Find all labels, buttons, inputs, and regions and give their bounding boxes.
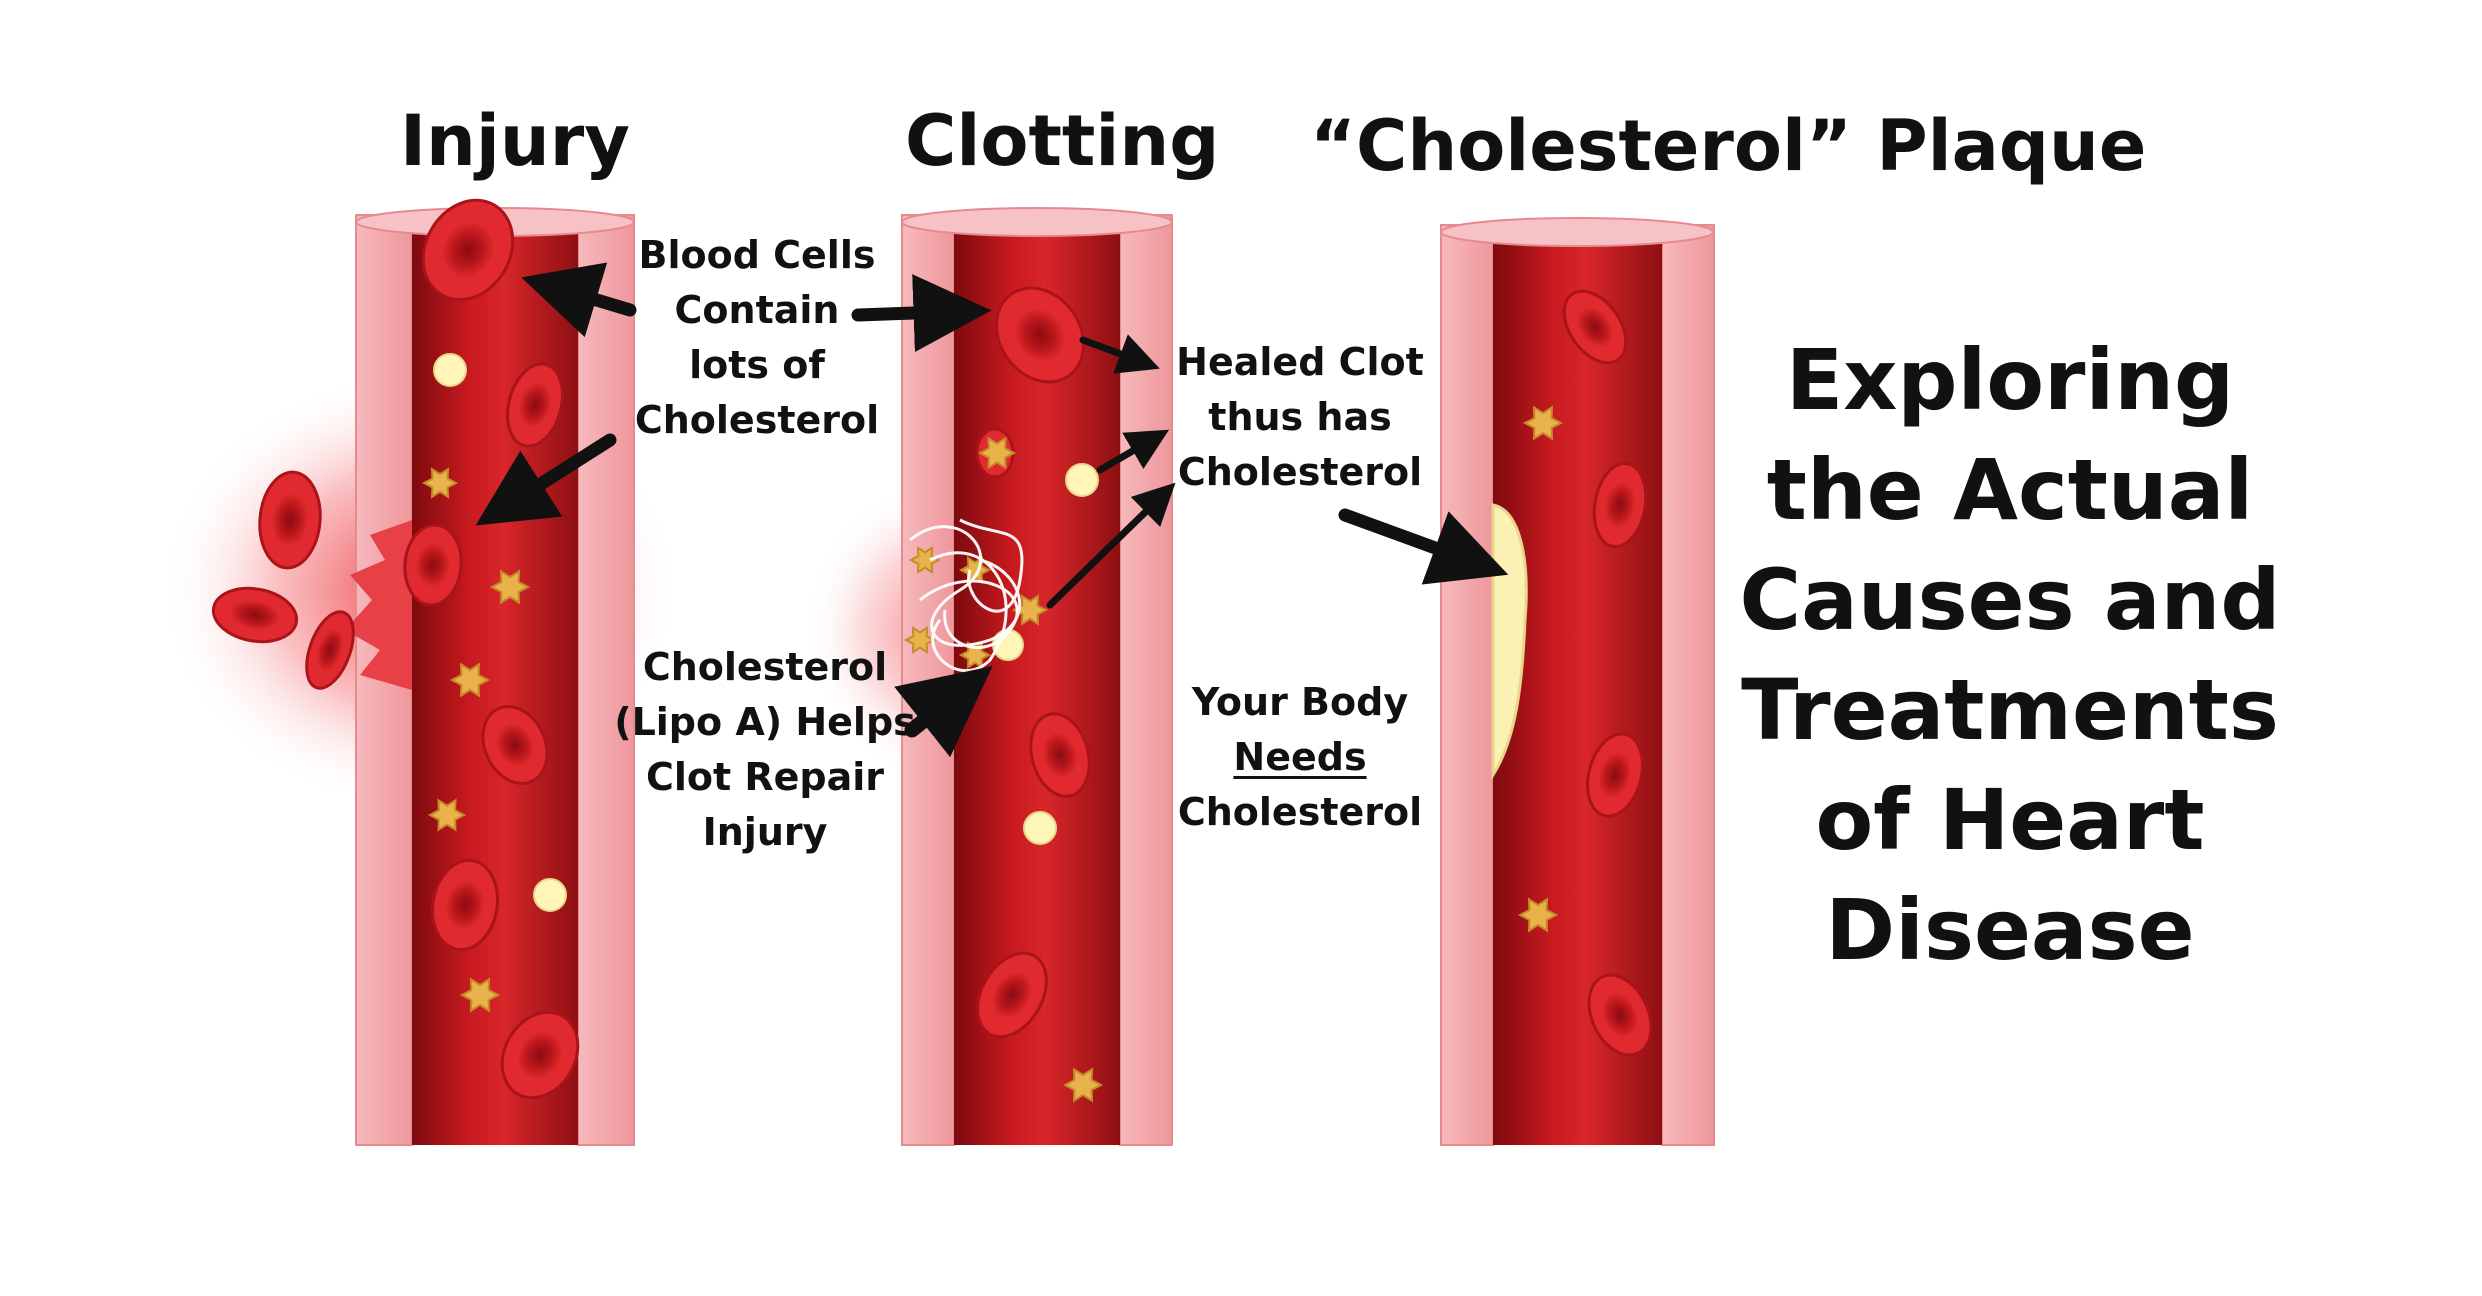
side-title-line: Causes and bbox=[1739, 551, 2281, 649]
annotation-line: Your Body bbox=[1191, 680, 1409, 724]
annotation-line: lots of bbox=[689, 343, 825, 387]
annotation-line: Clot Repair bbox=[645, 755, 885, 799]
annotation-line: Contain bbox=[674, 288, 840, 332]
arrow-rbc-to-healed-clot bbox=[1079, 334, 1160, 374]
annotation-line: thus has bbox=[1208, 395, 1392, 439]
red-blood-cell bbox=[500, 1010, 580, 1100]
side-title-line: Disease bbox=[1825, 881, 2195, 979]
annotation-line: Cholesterol bbox=[1177, 450, 1423, 494]
arrow-dot-to-healed-clot bbox=[1096, 429, 1170, 474]
annotation-line: Blood Cells bbox=[638, 233, 876, 277]
red-blood-cell bbox=[258, 470, 322, 570]
annotation-blood-cells: Blood Cells Contain lots of Cholesterol bbox=[612, 228, 902, 448]
platelet bbox=[1522, 405, 1564, 441]
annotation-line: Cholesterol bbox=[1177, 790, 1423, 834]
red-blood-cell bbox=[481, 705, 549, 785]
fibrin-clot bbox=[909, 518, 1024, 673]
vessel-wall-left bbox=[1440, 224, 1494, 1146]
red-blood-cell bbox=[1562, 289, 1628, 365]
platelet bbox=[977, 436, 1017, 470]
side-title-line: Exploring bbox=[1785, 331, 2235, 429]
red-blood-cell bbox=[506, 362, 564, 448]
annotation-line: Cholesterol bbox=[634, 398, 880, 442]
side-title: Exploring the Actual Causes and Treatmen… bbox=[1700, 325, 2320, 985]
red-blood-cell bbox=[1586, 732, 1644, 818]
annotation-line: (Lipo A) Helps bbox=[614, 700, 916, 744]
red-blood-cell bbox=[976, 951, 1048, 1039]
annotation-lipo-a: Cholesterol (Lipo A) Helps Clot Repair I… bbox=[610, 640, 920, 860]
annotation-line: Injury bbox=[702, 810, 828, 854]
arrow-clot-to-healed-clot bbox=[1046, 482, 1176, 609]
cholesterol-particle bbox=[533, 878, 567, 912]
red-blood-cell bbox=[1587, 973, 1653, 1057]
red-blood-cell bbox=[1592, 461, 1648, 549]
annotation-line-underlined: Needs bbox=[1233, 735, 1367, 779]
side-title-line: Treatments bbox=[1741, 661, 2279, 759]
platelet bbox=[1062, 1067, 1104, 1103]
vessel-opening-top bbox=[901, 207, 1173, 237]
heading-clotting: Clotting bbox=[905, 100, 1220, 182]
arrow-healed-clot-to-plaque bbox=[1338, 508, 1509, 585]
annotation-line: Healed Clot bbox=[1176, 340, 1424, 384]
red-blood-cell bbox=[421, 198, 515, 302]
vessel-opening-top bbox=[1440, 217, 1714, 247]
vessel-wall-right bbox=[577, 214, 635, 1146]
platelet bbox=[459, 977, 501, 1013]
platelet bbox=[489, 569, 531, 605]
vessel-wall-right bbox=[1661, 224, 1715, 1146]
platelet bbox=[908, 546, 942, 574]
annotation-healed-clot: Healed Clot thus has Cholesterol bbox=[1160, 335, 1440, 500]
red-blood-cell bbox=[994, 286, 1086, 384]
arrow-lipo-a-to-clot bbox=[894, 666, 993, 758]
platelet bbox=[1517, 897, 1559, 933]
platelet bbox=[421, 467, 459, 499]
vessel-contents bbox=[211, 198, 1653, 1103]
red-blood-cell bbox=[305, 610, 355, 690]
annotation-body-needs: Your Body Needs Cholesterol bbox=[1160, 675, 1440, 840]
heading-injury: Injury bbox=[400, 100, 630, 182]
plaque-vessel bbox=[1440, 217, 1715, 1146]
vessel-tear bbox=[345, 520, 412, 690]
injury-vessel bbox=[160, 207, 680, 1146]
cholesterol-particle bbox=[433, 353, 467, 387]
side-title-line: the Actual bbox=[1766, 441, 2254, 539]
arrow-to-rbc-injury-wound bbox=[475, 433, 617, 526]
platelet bbox=[903, 626, 937, 654]
platelet bbox=[449, 662, 491, 698]
cholesterol-particle bbox=[1065, 463, 1099, 497]
arrow-to-rbc-clotting bbox=[851, 274, 992, 353]
platelet bbox=[1011, 594, 1049, 626]
red-blood-cell bbox=[211, 586, 299, 644]
red-blood-cell bbox=[1029, 712, 1091, 798]
red-blood-cell bbox=[431, 858, 499, 952]
platelet bbox=[427, 798, 467, 832]
cholesterol-particle bbox=[1023, 811, 1057, 845]
annotation-arrows bbox=[475, 262, 1509, 758]
arrow-to-rbc-injury-top bbox=[521, 262, 637, 338]
heading-plaque: “Cholesterol” Plaque bbox=[1310, 105, 2147, 187]
annotation-line: Cholesterol bbox=[642, 645, 888, 689]
red-blood-cell bbox=[403, 523, 463, 607]
side-title-line: of Heart bbox=[1815, 771, 2205, 869]
